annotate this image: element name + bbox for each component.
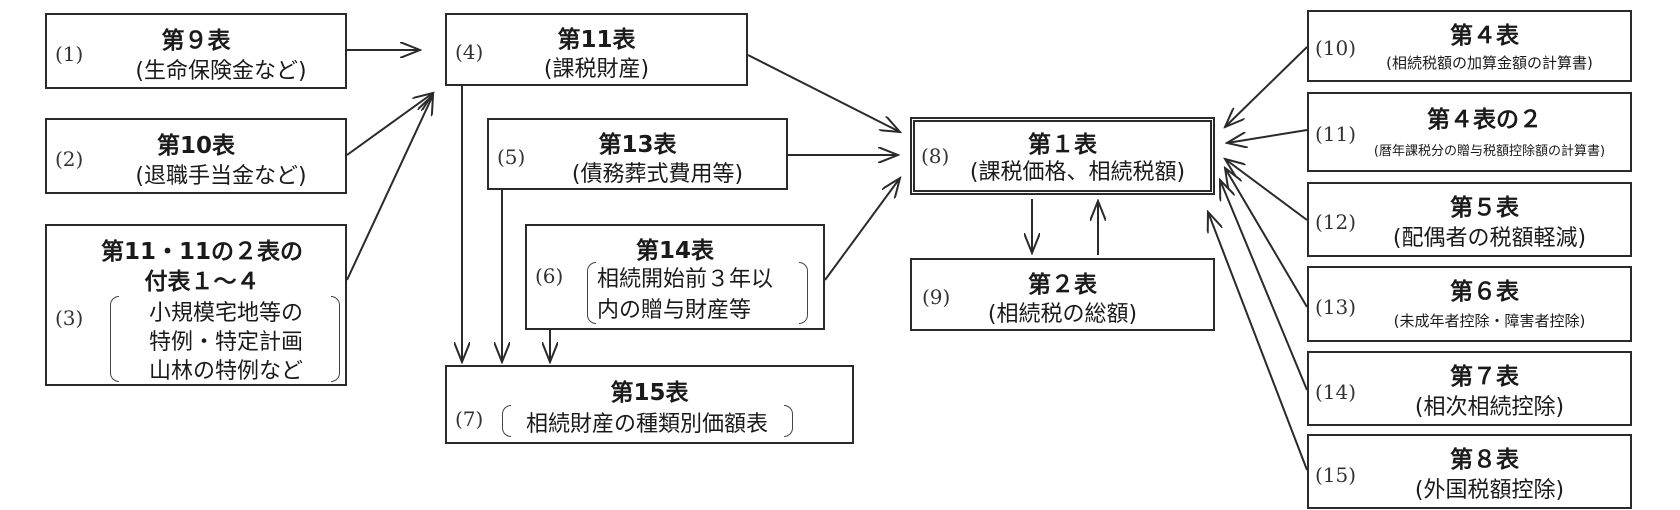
node-title: 第８表 — [1450, 447, 1519, 473]
node-table-5: (12) 第５表 (配偶者の税額軽減) — [1307, 182, 1632, 257]
node-title: 第９表 — [161, 28, 231, 54]
bracket-right — [784, 405, 793, 437]
node-subtitle: (退職手当金など) — [135, 164, 307, 189]
node-number: (5) — [497, 145, 526, 169]
node-text-line: 相続開始前３年以 — [597, 267, 774, 292]
node-title-line1: 第11・11の２表の — [100, 239, 303, 265]
node-number: (1) — [55, 42, 84, 66]
node-table-8: (15) 第８表 (外国税額控除) — [1307, 434, 1632, 509]
arrow-b14-to-b8 — [1220, 180, 1308, 391]
node-subtitle: (課税財産) — [543, 57, 650, 82]
node-number: (7) — [455, 407, 484, 431]
node-table-7: (14) 第７表 (相次相続控除) — [1307, 351, 1632, 426]
arrow-b6-to-b8 — [824, 178, 900, 281]
node-title: 第６表 — [1450, 279, 1519, 305]
node-number: (12) — [1315, 210, 1357, 234]
node-number: (6) — [535, 264, 564, 288]
node-title-line2: 付表１～４ — [144, 269, 260, 295]
node-table-4-2: (11) 第４表の２ (暦年課税分の贈与税額控除額の計算書) — [1307, 92, 1632, 172]
node-title: 第15表 — [610, 380, 689, 406]
node-subtitle: (債務葬式費用等) — [571, 162, 744, 187]
node-subtitle: (相続税の総額) — [987, 302, 1138, 327]
node-text-line: 小規模宅地等の — [148, 301, 303, 326]
node-subtitle: (相続税額の加算金額の計算書) — [1386, 54, 1593, 72]
node-number: (10) — [1315, 36, 1357, 60]
node-text-line: 内の贈与財産等 — [597, 298, 752, 323]
node-table-11-appendix: (3) 第11・11の２表の 付表１～４ 小規模宅地等の 特例・特定計画 山林の… — [45, 224, 347, 386]
node-table-1[interactable]: (8) 第１表 (課税価格、相続税額) — [910, 117, 1215, 195]
node-title: 第１表 — [1028, 132, 1097, 158]
node-number: (8) — [921, 144, 950, 168]
arrow-b3-to-b4 — [346, 95, 433, 281]
node-number: (2) — [55, 147, 84, 171]
node-text-line: 山林の特例など — [148, 359, 303, 384]
node-title: 第４表 — [1450, 23, 1519, 49]
node-table-10: (2) 第10表 (退職手当金など) — [45, 118, 347, 194]
arrow-b4-to-b8 — [747, 54, 900, 132]
bracket-right — [331, 296, 340, 382]
arrow-b15-to-b8 — [1208, 212, 1308, 471]
node-subtitle: (外国税額控除) — [1414, 478, 1565, 503]
node-title: 第13表 — [598, 132, 677, 158]
node-subtitle: (配偶者の税額軽減) — [1392, 226, 1587, 251]
node-title: 第５表 — [1450, 195, 1519, 221]
bracket-left — [110, 296, 119, 382]
node-text-line: 特例・特定計画 — [148, 330, 303, 355]
arrow-b11-to-b8 — [1227, 129, 1308, 143]
node-number: (15) — [1315, 463, 1357, 487]
node-subtitle: (生命保険金など) — [135, 59, 307, 84]
bracket-left — [502, 405, 511, 437]
node-title: 第４表の２ — [1427, 107, 1542, 133]
node-number: (14) — [1315, 380, 1357, 404]
node-table-11: (4) 第11表 (課税財産) — [445, 13, 748, 86]
node-subtitle: (相次相続控除) — [1414, 395, 1565, 420]
node-title: 第10表 — [156, 133, 235, 159]
node-subtitle: (暦年課税分の贈与税額控除額の計算書) — [1373, 144, 1606, 159]
node-number: (3) — [55, 306, 84, 330]
node-table-2: (9) 第２表 (相続税の総額) — [910, 258, 1215, 331]
node-table-14: (6) 第14表 相続開始前３年以 内の贈与財産等 — [525, 224, 825, 330]
bracket-right — [799, 262, 808, 324]
node-number: (11) — [1315, 122, 1357, 146]
node-title: 第７表 — [1450, 364, 1519, 390]
arrow-b13-to-b8 — [1225, 168, 1308, 308]
arrow-b10-to-b8 — [1225, 46, 1308, 127]
node-subtitle: (未成年者控除・障害者控除) — [1393, 312, 1586, 330]
node-number: (13) — [1315, 295, 1357, 319]
node-table-6: (13) 第６表 (未成年者控除・障害者控除) — [1307, 266, 1632, 342]
node-table-4: (10) 第４表 (相続税額の加算金額の計算書) — [1307, 10, 1632, 82]
node-table-9: (1) 第９表 (生命保険金など) — [45, 13, 347, 89]
node-title: 第14表 — [635, 238, 714, 264]
node-table-13: (5) 第13表 (債務葬式費用等) — [487, 118, 788, 190]
node-number: (9) — [922, 285, 951, 309]
node-number: (4) — [455, 40, 484, 64]
node-title: 第11表 — [557, 27, 636, 53]
node-title: 第２表 — [1028, 272, 1097, 298]
bracket-left — [587, 262, 596, 324]
node-subtitle: (課税価格、相続税額) — [969, 160, 1186, 185]
node-table-15: (7) 第15表 相続財産の種類別価額表 — [445, 365, 854, 444]
node-text-line: 相続財産の種類別価額表 — [525, 412, 768, 437]
